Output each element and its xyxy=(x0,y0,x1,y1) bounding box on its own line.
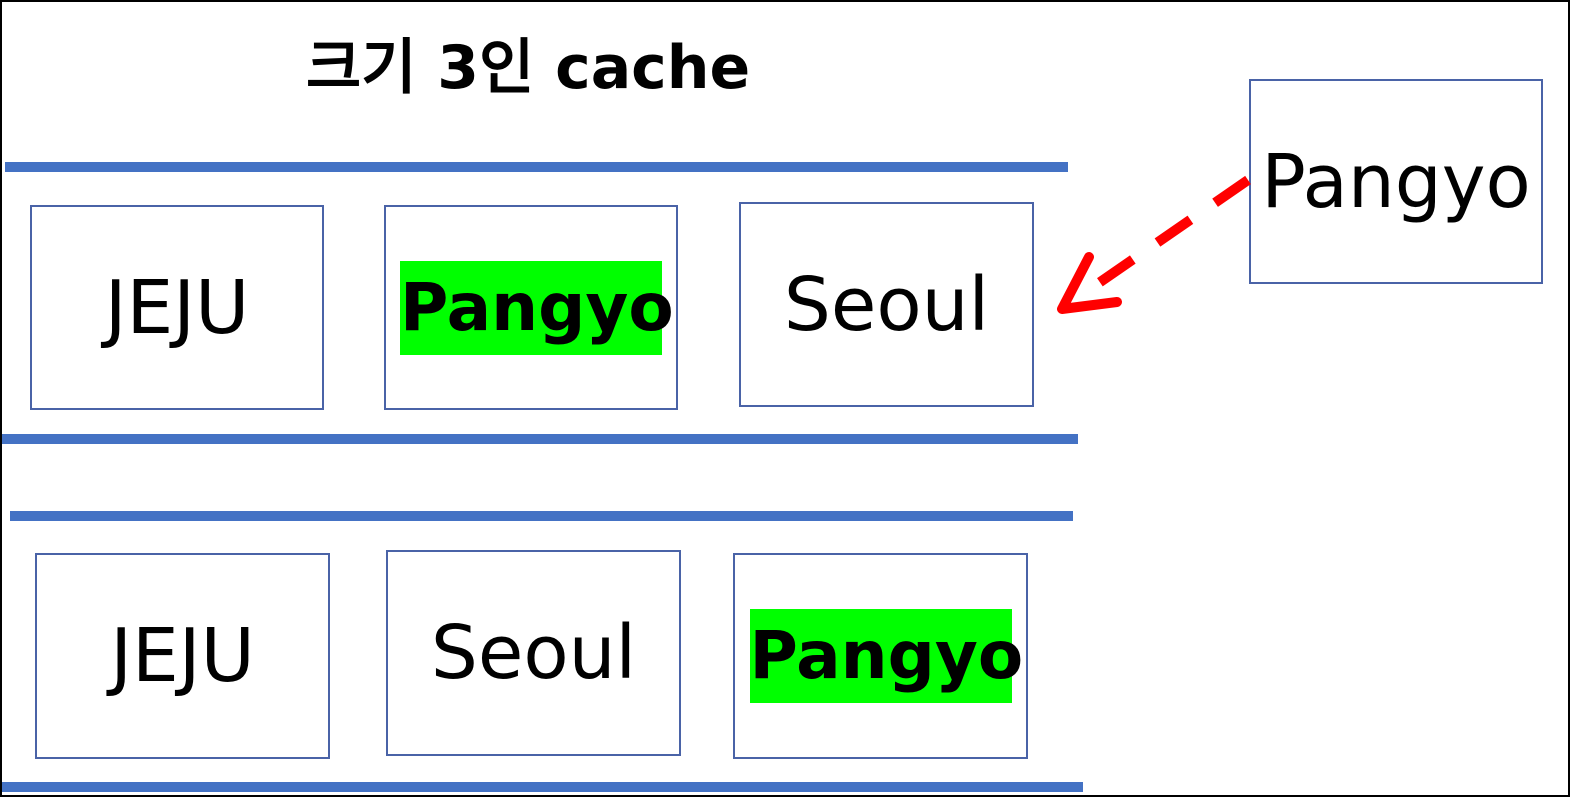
diagram-title: 크기 3인 cache xyxy=(306,33,751,103)
arrow-head xyxy=(1057,252,1122,314)
cache-bottom-rail xyxy=(2,434,1078,444)
incoming-label: Pangyo xyxy=(1261,138,1531,225)
slot-label: Seoul xyxy=(783,261,990,348)
arrow-shaft xyxy=(1077,175,1251,301)
cache-slot: Pangyo xyxy=(733,553,1028,759)
cache-slot: Seoul xyxy=(386,550,681,756)
slot-label: JEJU xyxy=(110,613,255,699)
cache-slot: Pangyo xyxy=(384,205,678,410)
slot-label: JEJU xyxy=(104,264,250,351)
cache-slot: JEJU xyxy=(30,205,324,410)
slot-label-highlighted: Pangyo xyxy=(749,609,1023,703)
cache-bottom-rail xyxy=(2,782,1083,792)
cache-slot: JEJU xyxy=(35,553,330,759)
slot-label: Seoul xyxy=(430,610,637,696)
cache-slot: Seoul xyxy=(739,202,1034,407)
cache-top-rail xyxy=(5,162,1068,172)
cache-top-rail xyxy=(10,511,1073,521)
slot-label-highlighted: Pangyo xyxy=(400,260,674,355)
incoming-item: Pangyo xyxy=(1249,79,1543,284)
